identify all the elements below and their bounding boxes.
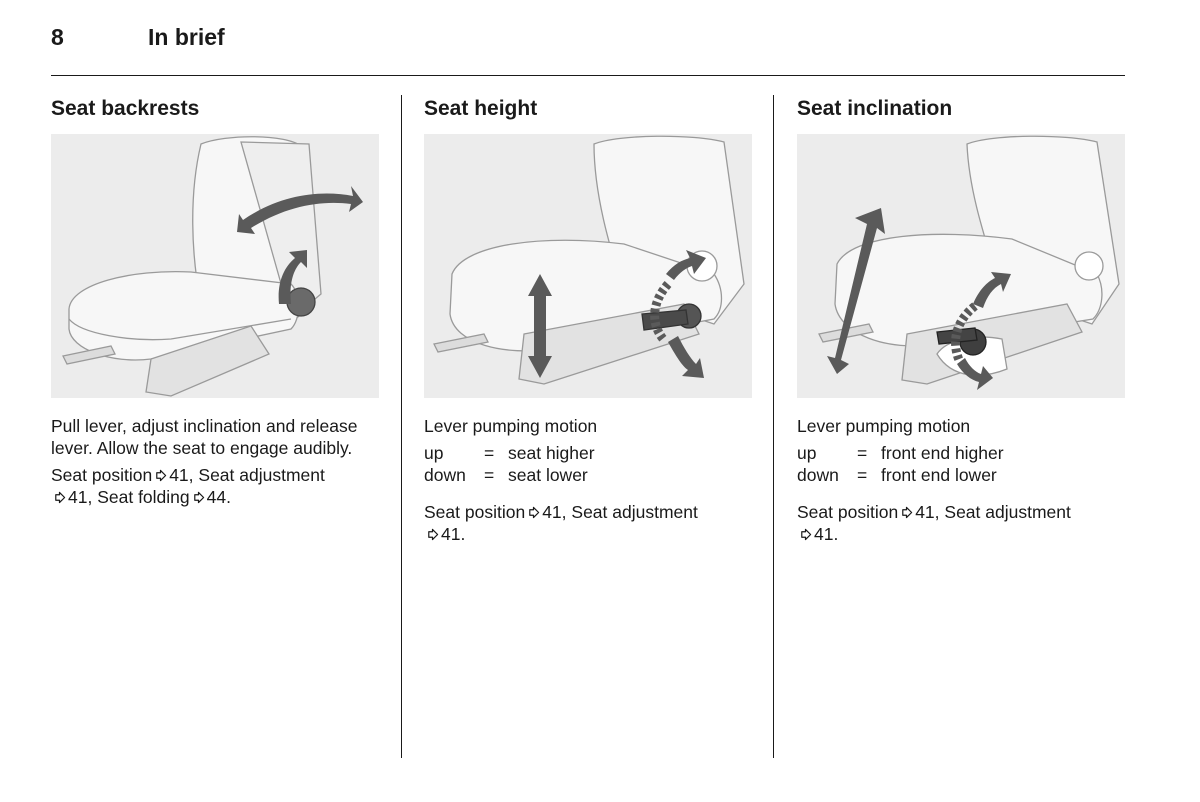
ref-label: Seat adjustment bbox=[198, 465, 325, 485]
seat-height-illustration bbox=[424, 134, 752, 398]
section-body: Lever pumping motion up=seat higher down… bbox=[424, 415, 752, 545]
section-heading: Seat inclination bbox=[797, 97, 953, 120]
definition-list: up=seat higher down=seat lower bbox=[424, 442, 752, 486]
ref-page[interactable]: 41 bbox=[68, 487, 88, 507]
column-divider bbox=[401, 95, 402, 758]
ref-label: Seat folding bbox=[97, 487, 190, 507]
instruction-text: Pull lever, adjust inclination and relea… bbox=[51, 416, 358, 458]
ref-page[interactable]: 41 bbox=[441, 524, 461, 544]
ref-label: Seat adjustment bbox=[944, 502, 1071, 522]
page-title: In brief bbox=[148, 24, 225, 50]
page-ref-arrow-icon bbox=[55, 491, 66, 504]
def-term: up bbox=[797, 443, 817, 463]
ref-page[interactable]: 41 bbox=[169, 465, 189, 485]
ref-label: Seat position bbox=[51, 465, 153, 485]
ref-label: Seat adjustment bbox=[571, 502, 698, 522]
page-header: 8 In brief bbox=[51, 24, 1125, 54]
ref-page[interactable]: 41 bbox=[814, 524, 834, 544]
page-ref-arrow-icon bbox=[529, 506, 540, 519]
page-ref-arrow-icon bbox=[902, 506, 913, 519]
section-body: Lever pumping motion up=front end higher… bbox=[797, 415, 1125, 545]
def-desc: front end higher bbox=[881, 443, 1004, 463]
seat-backrest-illustration bbox=[51, 134, 379, 398]
definition-list: up=front end higher down=front end lower bbox=[797, 442, 1125, 486]
ref-label: Seat position bbox=[797, 502, 899, 522]
page-ref-arrow-icon bbox=[193, 491, 204, 504]
header-rule bbox=[51, 75, 1125, 76]
ref-page[interactable]: 41 bbox=[542, 502, 562, 522]
section-seat-height: Seat height Lever pumping motion bbox=[424, 95, 752, 550]
section-heading: Seat backrests bbox=[51, 97, 200, 120]
seat-inclination-illustration bbox=[797, 134, 1125, 398]
ref-page[interactable]: 41 bbox=[915, 502, 935, 522]
page-ref-arrow-icon bbox=[801, 528, 812, 541]
column-divider bbox=[773, 95, 774, 758]
ref-label: Seat position bbox=[424, 502, 526, 522]
def-term: up bbox=[424, 443, 444, 463]
section-seat-inclination: Seat inclination Lever pump bbox=[797, 95, 1125, 550]
page-ref-arrow-icon bbox=[428, 528, 439, 541]
page-ref-arrow-icon bbox=[156, 469, 167, 482]
def-term: down bbox=[424, 465, 466, 485]
section-seat-backrests: Seat backrests Pull lever, adjust inclin… bbox=[51, 95, 379, 513]
page-number: 8 bbox=[51, 24, 64, 50]
def-term: down bbox=[797, 465, 839, 485]
def-desc: seat lower bbox=[508, 465, 588, 485]
def-desc: front end lower bbox=[881, 465, 997, 485]
instruction-text: Lever pumping motion bbox=[797, 416, 971, 436]
section-heading: Seat height bbox=[424, 97, 538, 120]
def-desc: seat higher bbox=[508, 443, 595, 463]
ref-page[interactable]: 44 bbox=[206, 487, 227, 507]
instruction-text: Lever pumping motion bbox=[424, 416, 598, 436]
section-body: Pull lever, adjust inclination and relea… bbox=[51, 415, 379, 508]
